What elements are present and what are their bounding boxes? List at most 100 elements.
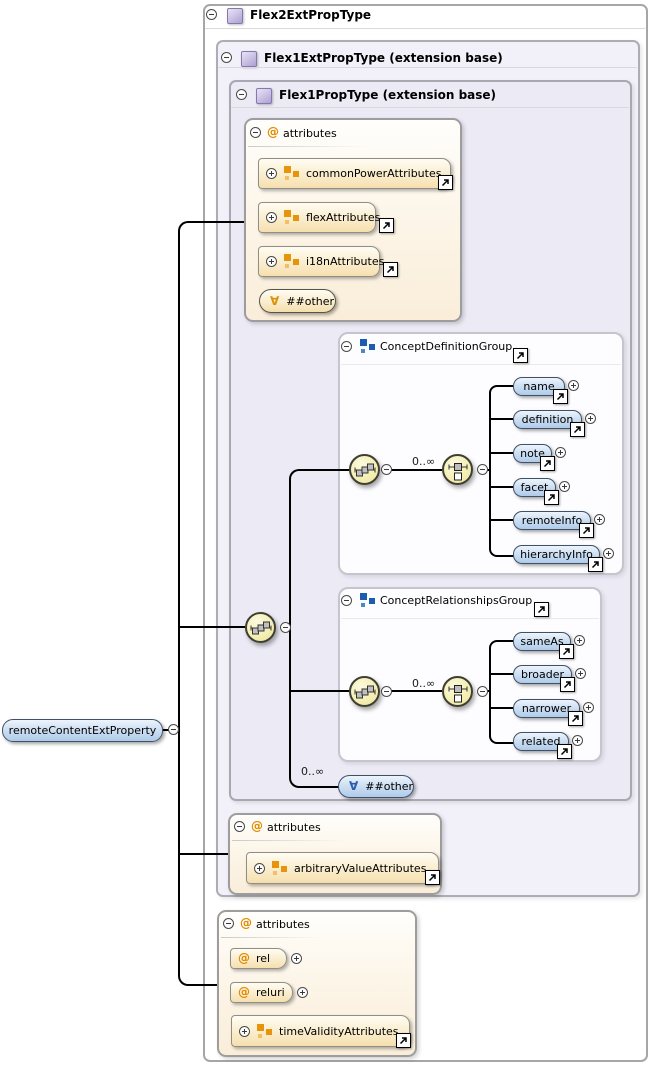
expand-toggle[interactable] [291, 953, 302, 964]
at-icon: @ [238, 951, 250, 965]
collapse-toggle[interactable] [250, 127, 261, 138]
element-related[interactable]: related [513, 732, 583, 759]
root-element-pill[interactable]: remoteContentExtProperty [2, 719, 163, 742]
at-icon: @ [240, 916, 252, 930]
element-broader[interactable]: broader [513, 665, 586, 692]
connector-trunk [178, 221, 247, 972]
expand-toggle[interactable] [585, 413, 596, 424]
collapse-toggle[interactable] [381, 464, 392, 475]
separator [218, 67, 637, 68]
expand-toggle[interactable] [266, 168, 277, 179]
element-note[interactable]: note [513, 444, 566, 471]
expand-toggle[interactable] [568, 380, 579, 391]
collapse-toggle[interactable] [223, 918, 234, 929]
element-hierarchyinfo[interactable]: hierarchyInfo [513, 545, 614, 572]
collapse-toggle[interactable] [221, 52, 232, 63]
attribute-group-i18nattributes[interactable]: i18nAttributes [258, 246, 398, 277]
link-arrow-icon[interactable] [560, 677, 575, 692]
connector-crg-seq-choice [381, 690, 442, 692]
attribute-wildcard-pill[interactable]: ∀ ##other [259, 289, 336, 313]
connector-cdg-choice-stub [486, 469, 491, 471]
sequence-compositor-icon[interactable] [349, 454, 380, 485]
attribute-reluri[interactable]: @ reluri [230, 982, 308, 1003]
link-arrow-icon[interactable] [534, 602, 549, 617]
collapse-toggle[interactable] [168, 724, 179, 735]
separator [205, 28, 645, 29]
link-arrow-icon[interactable] [579, 523, 594, 538]
link-arrow-icon[interactable] [544, 490, 559, 505]
complextype-icon [227, 8, 243, 24]
link-arrow-icon[interactable] [396, 1033, 411, 1048]
expand-toggle[interactable] [266, 212, 277, 223]
expand-toggle[interactable] [559, 481, 570, 492]
flex1prop-title: Flex1PropType (extension base) [279, 88, 497, 102]
link-arrow-icon[interactable] [540, 456, 555, 471]
expand-toggle[interactable] [574, 635, 585, 646]
occurrence-label: 0..∞ [301, 765, 325, 778]
attribute-group-icon [284, 210, 299, 225]
link-arrow-icon[interactable] [557, 744, 572, 759]
sequence-compositor-icon[interactable] [245, 612, 276, 643]
link-arrow-icon[interactable] [553, 389, 568, 404]
link-arrow-icon[interactable] [568, 711, 583, 726]
attribute-group-icon [284, 166, 299, 181]
connector-trunk-bottom [178, 970, 220, 986]
expand-toggle[interactable] [254, 862, 265, 874]
element-wildcard-pill[interactable]: ∀ ##other [338, 775, 414, 798]
link-arrow-icon[interactable] [559, 644, 574, 659]
sequence-compositor-icon[interactable] [349, 676, 380, 707]
attribute-group-commonpowerattributes[interactable]: commonPowerAttributes [258, 158, 453, 190]
separator [341, 618, 599, 619]
expand-toggle[interactable] [297, 987, 308, 998]
choice-compositor-icon[interactable] [442, 676, 473, 707]
collapse-toggle[interactable] [280, 622, 291, 633]
link-arrow-icon[interactable] [379, 218, 394, 233]
attribute-group-flexattributes[interactable]: flexAttributes [258, 202, 394, 233]
expand-toggle[interactable] [239, 1025, 250, 1037]
element-label: related [521, 735, 561, 748]
element-facet[interactable]: facet [513, 478, 570, 505]
expand-toggle[interactable] [572, 735, 583, 746]
attribute-group-timevalidityattributes[interactable]: timeValidityAttributes [231, 1015, 411, 1048]
element-definition[interactable]: definition [513, 410, 596, 437]
link-arrow-icon[interactable] [588, 557, 603, 572]
collapse-toggle[interactable] [477, 686, 488, 697]
link-arrow-icon[interactable] [570, 422, 585, 437]
element-label: narrower [521, 702, 572, 715]
at-icon: @ [267, 125, 279, 139]
expand-toggle[interactable] [555, 447, 566, 458]
collapse-toggle[interactable] [381, 686, 392, 697]
connector-crg-el3 [489, 707, 513, 709]
expand-toggle[interactable] [266, 256, 277, 267]
element-remoteinfo[interactable]: remoteInfo [513, 511, 605, 538]
separator [221, 937, 321, 938]
element-sameas[interactable]: sameAs [513, 632, 585, 659]
expand-toggle[interactable] [603, 548, 614, 559]
expand-toggle[interactable] [583, 702, 594, 713]
collapse-toggle[interactable] [206, 9, 217, 20]
choice-compositor-icon[interactable] [442, 454, 473, 485]
expand-toggle[interactable] [594, 514, 605, 525]
collapse-toggle[interactable] [341, 595, 352, 606]
collapse-toggle[interactable] [341, 341, 352, 352]
attributes-title: attributes [267, 821, 321, 834]
element-name[interactable]: name [513, 377, 579, 404]
link-arrow-icon[interactable] [383, 262, 398, 277]
collapse-toggle[interactable] [234, 821, 245, 832]
link-arrow-icon[interactable] [438, 175, 453, 190]
connector-branch-bottom [289, 773, 340, 788]
wildcard-label: ##other [365, 780, 414, 793]
expand-toggle[interactable] [575, 668, 586, 679]
attribute-group-arbitraryvalueattributes[interactable]: arbitraryValueAttributes [246, 852, 440, 885]
link-arrow-icon[interactable] [425, 870, 440, 885]
collapse-toggle[interactable] [477, 464, 488, 475]
element-group-icon [360, 339, 375, 354]
collapse-toggle[interactable] [236, 89, 247, 100]
connector-cdg-elements-bottom [489, 546, 515, 557]
connector-cdg-seq-choice [381, 469, 442, 471]
link-arrow-icon[interactable] [513, 348, 528, 363]
element-narrower[interactable]: narrower [513, 699, 594, 726]
attribute-rel[interactable]: @ rel [230, 948, 302, 969]
separator [341, 364, 621, 365]
